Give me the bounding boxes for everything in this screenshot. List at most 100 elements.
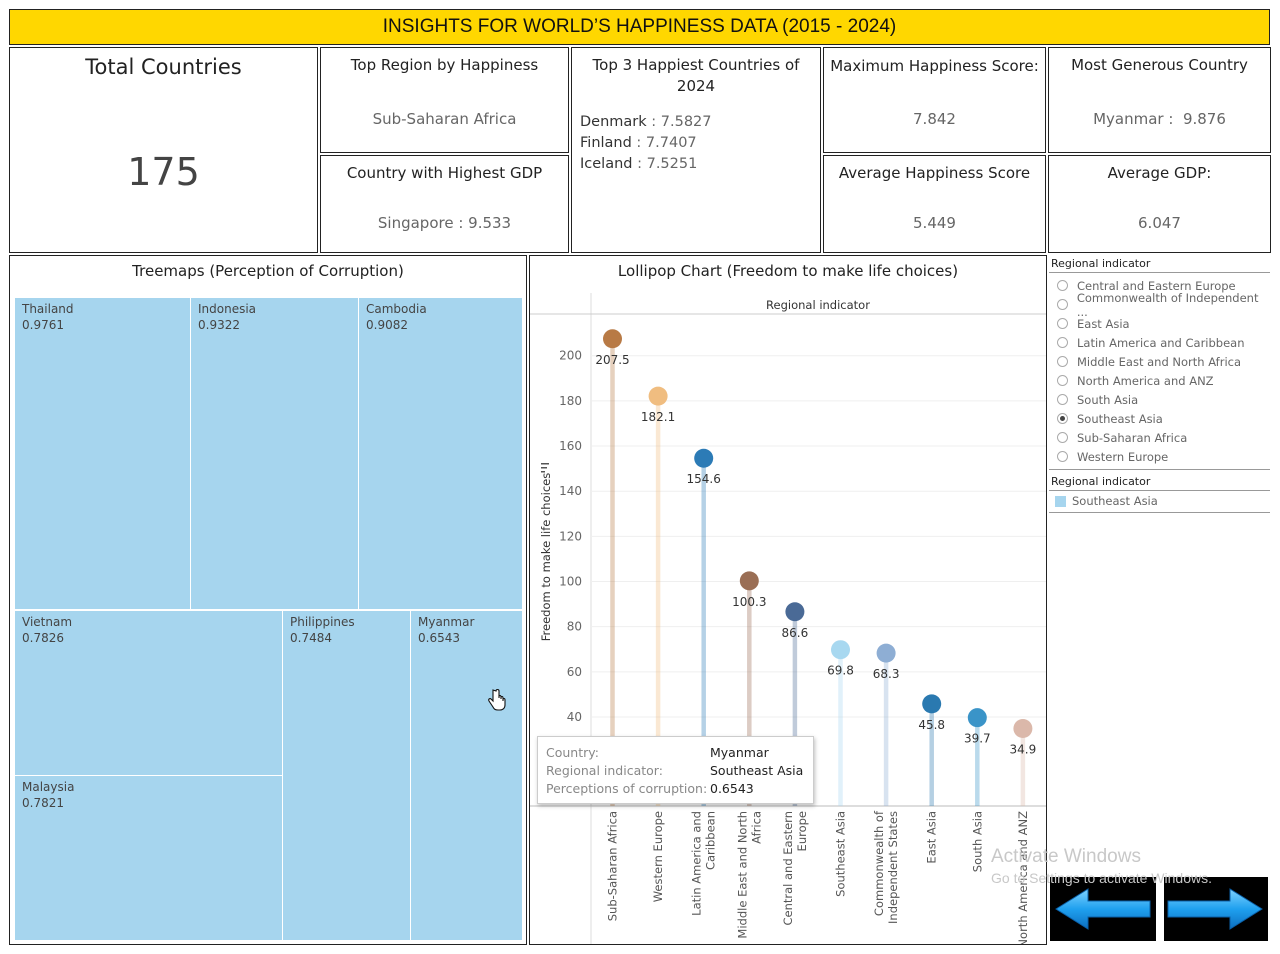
lollipop-dot <box>922 694 942 714</box>
radio-icon[interactable] <box>1057 280 1068 291</box>
next-page-button[interactable] <box>1164 877 1268 941</box>
region-filter-option[interactable]: Central and Eastern Europe <box>1049 276 1270 295</box>
region-filter-option-label: Sub-Saharan Africa <box>1077 430 1188 445</box>
region-filter-option[interactable]: Commonwealth of Independent ... <box>1049 291 1270 319</box>
radio-icon[interactable] <box>1057 394 1068 405</box>
radio-icon[interactable] <box>1057 299 1068 310</box>
treemap-cell-myanmar[interactable]: Myanmar 0.6543 <box>410 610 523 941</box>
region-filter-option[interactable]: Latin America and Caribbean <box>1049 333 1270 352</box>
treemap-cell-name: Vietnam <box>22 615 73 629</box>
data-label: 69.8 <box>827 664 854 678</box>
treemap-cell-thailand[interactable]: Thailand 0.9761 <box>14 297 192 610</box>
highest-gdp-label: Country with Highest GDP <box>346 164 543 182</box>
lollipop-panel: Lollipop Chart (Freedom to make life cho… <box>529 255 1047 945</box>
region-filter-option[interactable]: Western Europe <box>1049 447 1270 466</box>
lollipop-dot <box>967 708 987 728</box>
max-happiness-card: Maximum Happiness Score: 7.842 <box>823 47 1046 153</box>
y-tick-label: 40 <box>567 710 582 724</box>
x-tick-label: Sub-Saharan Africa <box>606 811 620 921</box>
radio-icon[interactable] <box>1057 451 1068 462</box>
lollipop-dot <box>785 602 805 622</box>
data-label: 34.9 <box>1010 743 1037 757</box>
top-region-value: Sub-Saharan Africa <box>372 110 517 128</box>
arrow-right-icon <box>1167 888 1263 930</box>
x-tick-label: North America and ANZ <box>1016 811 1030 944</box>
chart-tooltip: Country:Myanmar Regional indicator:South… <box>537 736 814 804</box>
x-tick-label: Latin America and <box>690 811 704 916</box>
treemap-cell-philippines[interactable]: Philippines 0.7484 <box>282 610 411 941</box>
tooltip-key: Perceptions of corruption: <box>546 781 708 796</box>
treemap-cell-value: 0.9322 <box>198 318 240 332</box>
treemap-panel: Treemaps (Perception of Corruption) Thai… <box>9 255 527 945</box>
top3-item: Denmark : 7.5827 <box>580 112 712 133</box>
top3-country: Denmark <box>580 114 647 130</box>
color-swatch <box>1055 495 1066 507</box>
lollipop-dot <box>1013 719 1033 739</box>
top3-country: Finland <box>580 135 632 151</box>
y-tick-label: 180 <box>559 394 582 408</box>
treemap-cell-value: 0.6543 <box>418 631 460 645</box>
x-tick-label: Africa <box>749 811 763 844</box>
data-label: 154.6 <box>687 472 721 486</box>
radio-icon[interactable] <box>1057 432 1068 443</box>
top-region-card: Top Region by Happiness Sub-Saharan Afri… <box>320 47 569 153</box>
treemap-cell-cambodia[interactable]: Cambodia 0.9082 <box>358 297 523 610</box>
tooltip-value: Southeast Asia <box>710 763 804 778</box>
most-generous-card: Most Generous Country Myanmar : 9.876 <box>1048 47 1271 153</box>
total-countries-card: Total Countries 175 <box>9 47 318 253</box>
prev-page-button[interactable] <box>1050 877 1156 941</box>
treemap-cell-malaysia[interactable]: Malaysia 0.7821 <box>14 775 283 941</box>
x-tick-label: Independent States <box>886 811 900 924</box>
radio-icon[interactable] <box>1057 413 1068 424</box>
top3-country: Iceland <box>580 156 633 172</box>
top3-item: Finland : 7.7407 <box>580 133 712 154</box>
top3-label: Top 3 Happiest Countries of 2024 <box>592 56 800 95</box>
tooltip-row: Perceptions of corruption:0.6543 <box>546 780 805 798</box>
region-filter-option-label: Commonwealth of Independent ... <box>1076 290 1259 319</box>
total-countries-label: Total Countries <box>85 55 242 79</box>
data-label: 68.3 <box>873 667 900 681</box>
region-filter-option[interactable]: Southeast Asia <box>1049 409 1270 428</box>
avg-happiness-card: Average Happiness Score 5.449 <box>823 155 1046 253</box>
watermark-line1: Activate Windows <box>991 846 1141 867</box>
avg-happiness-value: 5.449 <box>913 214 956 232</box>
treemap-cell-vietnam[interactable]: Vietnam 0.7826 <box>14 610 283 776</box>
region-filter-option-label: South Asia <box>1077 392 1139 407</box>
region-filter-option[interactable]: South Asia <box>1049 390 1270 409</box>
top3-item: Iceland : 7.5251 <box>580 154 712 175</box>
lollipop-dot <box>694 448 714 468</box>
x-tick-label: Caribbean <box>704 811 718 870</box>
treemap-cell-indonesia[interactable]: Indonesia 0.9322 <box>190 297 359 610</box>
region-filter-option[interactable]: Middle East and North Africa <box>1049 352 1270 371</box>
x-tick-label: Southeast Asia <box>834 811 848 897</box>
data-label: 207.5 <box>595 353 629 367</box>
y-tick-label: 140 <box>559 484 582 498</box>
region-filter-option[interactable]: North America and ANZ <box>1049 371 1270 390</box>
most-generous-value: Myanmar : 9.876 <box>1093 110 1226 128</box>
treemap-cell-name: Indonesia <box>198 302 257 316</box>
radio-icon[interactable] <box>1057 318 1068 329</box>
treemap-cell-value: 0.9761 <box>22 318 64 332</box>
region-filter-option[interactable]: East Asia <box>1049 314 1270 333</box>
radio-icon[interactable] <box>1057 337 1068 348</box>
max-happiness-label: Maximum Happiness Score: <box>830 57 1039 75</box>
y-axis-label: Freedom to make life choices <box>539 473 553 641</box>
highest-gdp-card: Country with Highest GDP Singapore : 9.5… <box>320 155 569 253</box>
total-countries-value: 175 <box>127 150 200 194</box>
treemap-cell-value: 0.9082 <box>366 318 408 332</box>
treemap-cell-value: 0.7484 <box>290 631 332 645</box>
top3-score: : 7.7407 <box>631 135 697 151</box>
color-legend-item[interactable]: Southeast Asia <box>1049 491 1270 511</box>
data-label: 86.6 <box>782 626 809 640</box>
y-tick-label: 60 <box>567 665 582 679</box>
region-filter-option[interactable]: Sub-Saharan Africa <box>1049 428 1270 447</box>
radio-icon[interactable] <box>1057 356 1068 367</box>
data-label: 100.3 <box>732 595 766 609</box>
treemap-cell-name: Philippines <box>290 615 355 629</box>
radio-icon[interactable] <box>1057 375 1068 386</box>
data-label: 39.7 <box>964 732 991 746</box>
color-legend: Regional indicator Southeast Asia <box>1049 473 1270 513</box>
lollipop-dot <box>648 386 668 406</box>
tooltip-row: Regional indicator:Southeast Asia <box>546 762 805 780</box>
